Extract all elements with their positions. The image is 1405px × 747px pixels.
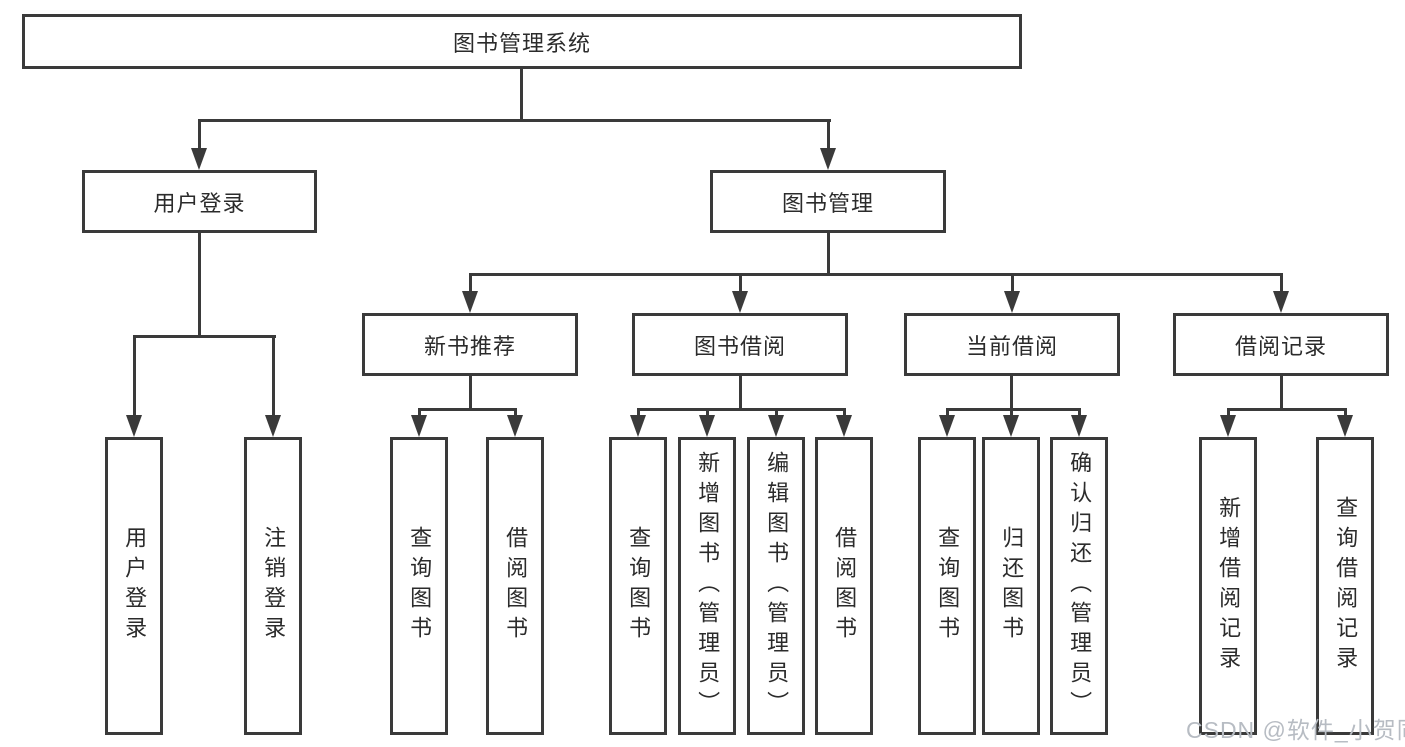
connector-user-login-stub [133,335,136,417]
arrowhead-down-icon [1273,291,1289,313]
leaf-logout: 注销登录 [244,437,302,735]
connector-records-stem [1280,376,1283,411]
connector-records-hline [1227,408,1347,411]
leaf-add-book-admin: 新增图书（管理员） [678,437,736,735]
watermark: CSDN @软件_小贺同学 [1186,717,1405,743]
connector-borrowing-stem [739,376,742,411]
leaf-borrow-books-borrowing: 借阅图书 [815,437,873,735]
leaf-query-books-current: 查询图书 [918,437,976,735]
connector-recommend-stub [514,408,517,417]
leaf-query-books-borrowing: 查询图书 [609,437,667,735]
arrowhead-down-icon [820,148,836,170]
arrowhead-down-icon [462,291,478,313]
connector-user-login-stub [272,335,275,417]
node-borrowing-records: 借阅记录 [1173,313,1389,376]
arrowhead-down-icon [1337,415,1353,437]
connector-borrowing-stub [637,408,640,417]
connector-current-stem [1010,376,1013,411]
connector-borrowing-stub [775,408,778,417]
leaf-query-books-recommend: 查询图书 [390,437,448,735]
leaf-borrow-books-recommend: 借阅图书 [486,437,544,735]
arrowhead-down-icon [191,148,207,170]
arrowhead-down-icon [1220,415,1236,437]
node-book-management: 图书管理 [710,170,946,233]
connector-book-mgmt-stub [739,273,742,293]
arrowhead-down-icon [1071,415,1087,437]
connector-root-stub-right [827,119,830,150]
connector-current-hline [946,408,1081,411]
connector-root-stem [520,69,523,122]
connector-records-stub [1344,408,1347,417]
arrowhead-down-icon [1003,415,1019,437]
arrowhead-down-icon [265,415,281,437]
node-library-management-system: 图书管理系统 [22,14,1022,69]
arrowhead-down-icon [836,415,852,437]
arrowhead-down-icon [507,415,523,437]
leaf-confirm-return-admin: 确认归还（管理员） [1050,437,1108,735]
connector-recommend-hline [418,408,517,411]
node-book-borrowing: 图书借阅 [632,313,848,376]
leaf-add-borrow-record: 新增借阅记录 [1199,437,1257,735]
connector-user-login-stem [198,233,201,338]
arrowhead-down-icon [732,291,748,313]
connector-root-stub-left [198,119,201,150]
leaf-edit-book-admin: 编辑图书（管理员） [747,437,805,735]
leaf-user-login: 用户登录 [105,437,163,735]
connector-book-mgmt-hline [469,273,1283,276]
connector-current-stub [1010,408,1013,417]
arrowhead-down-icon [411,415,427,437]
leaf-return-books: 归还图书 [982,437,1040,735]
connector-book-mgmt-stub [469,273,472,293]
arrowhead-down-icon [1004,291,1020,313]
connector-root-hline [198,119,831,122]
connector-borrowing-stub [843,408,846,417]
connector-user-login-hline [133,335,276,338]
connector-book-mgmt-stem [827,233,830,276]
connector-recommend-stem [469,376,472,411]
arrowhead-down-icon [939,415,955,437]
arrowhead-down-icon [768,415,784,437]
arrowhead-down-icon [126,415,142,437]
leaf-query-borrow-record: 查询借阅记录 [1316,437,1374,735]
arrowhead-down-icon [630,415,646,437]
connector-borrowing-stub [706,408,709,417]
connector-borrowing-hline [637,408,846,411]
node-current-borrowing: 当前借阅 [904,313,1120,376]
arrowhead-down-icon [699,415,715,437]
connector-recommend-stub [418,408,421,417]
connector-book-mgmt-stub [1280,273,1283,293]
connector-book-mgmt-stub [1011,273,1014,293]
node-user-login: 用户登录 [82,170,317,233]
connector-records-stub [1227,408,1230,417]
connector-current-stub [946,408,949,417]
node-new-book-recommendation: 新书推荐 [362,313,578,376]
connector-current-stub [1078,408,1081,417]
